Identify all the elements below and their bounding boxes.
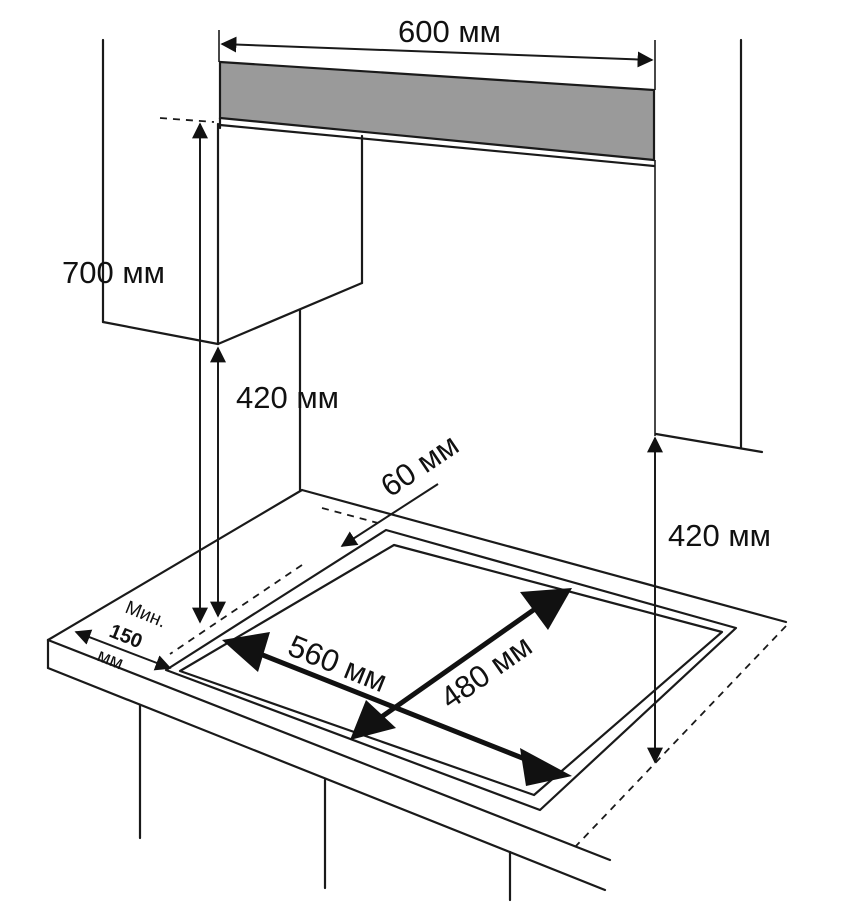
dim-420-left-label: 420 мм <box>236 380 339 415</box>
dim-60-label: 60 мм <box>374 427 465 504</box>
dim-700: 700 мм <box>62 117 215 624</box>
hob-cutout <box>164 528 738 812</box>
dim-600-label: 600 мм <box>398 14 501 49</box>
range-hood <box>218 60 656 168</box>
left-wall-cabinet <box>101 38 364 492</box>
dim-420-right-label: 420 мм <box>668 518 771 553</box>
arrowhead-480-top <box>520 588 572 630</box>
arrowhead-480-bottom <box>350 700 396 740</box>
countertop <box>46 488 788 902</box>
dim-560-label: 560 мм <box>283 628 392 699</box>
arrowhead-560-left <box>222 632 270 672</box>
dim-420-right: 420 мм <box>647 160 771 764</box>
dim-600: 600 мм <box>218 14 656 90</box>
dim-420-left: 420 мм <box>210 346 339 618</box>
dim-700-label: 700 мм <box>62 255 165 290</box>
arrowhead-560-right <box>520 748 572 786</box>
right-wall-cabinet <box>654 38 764 454</box>
